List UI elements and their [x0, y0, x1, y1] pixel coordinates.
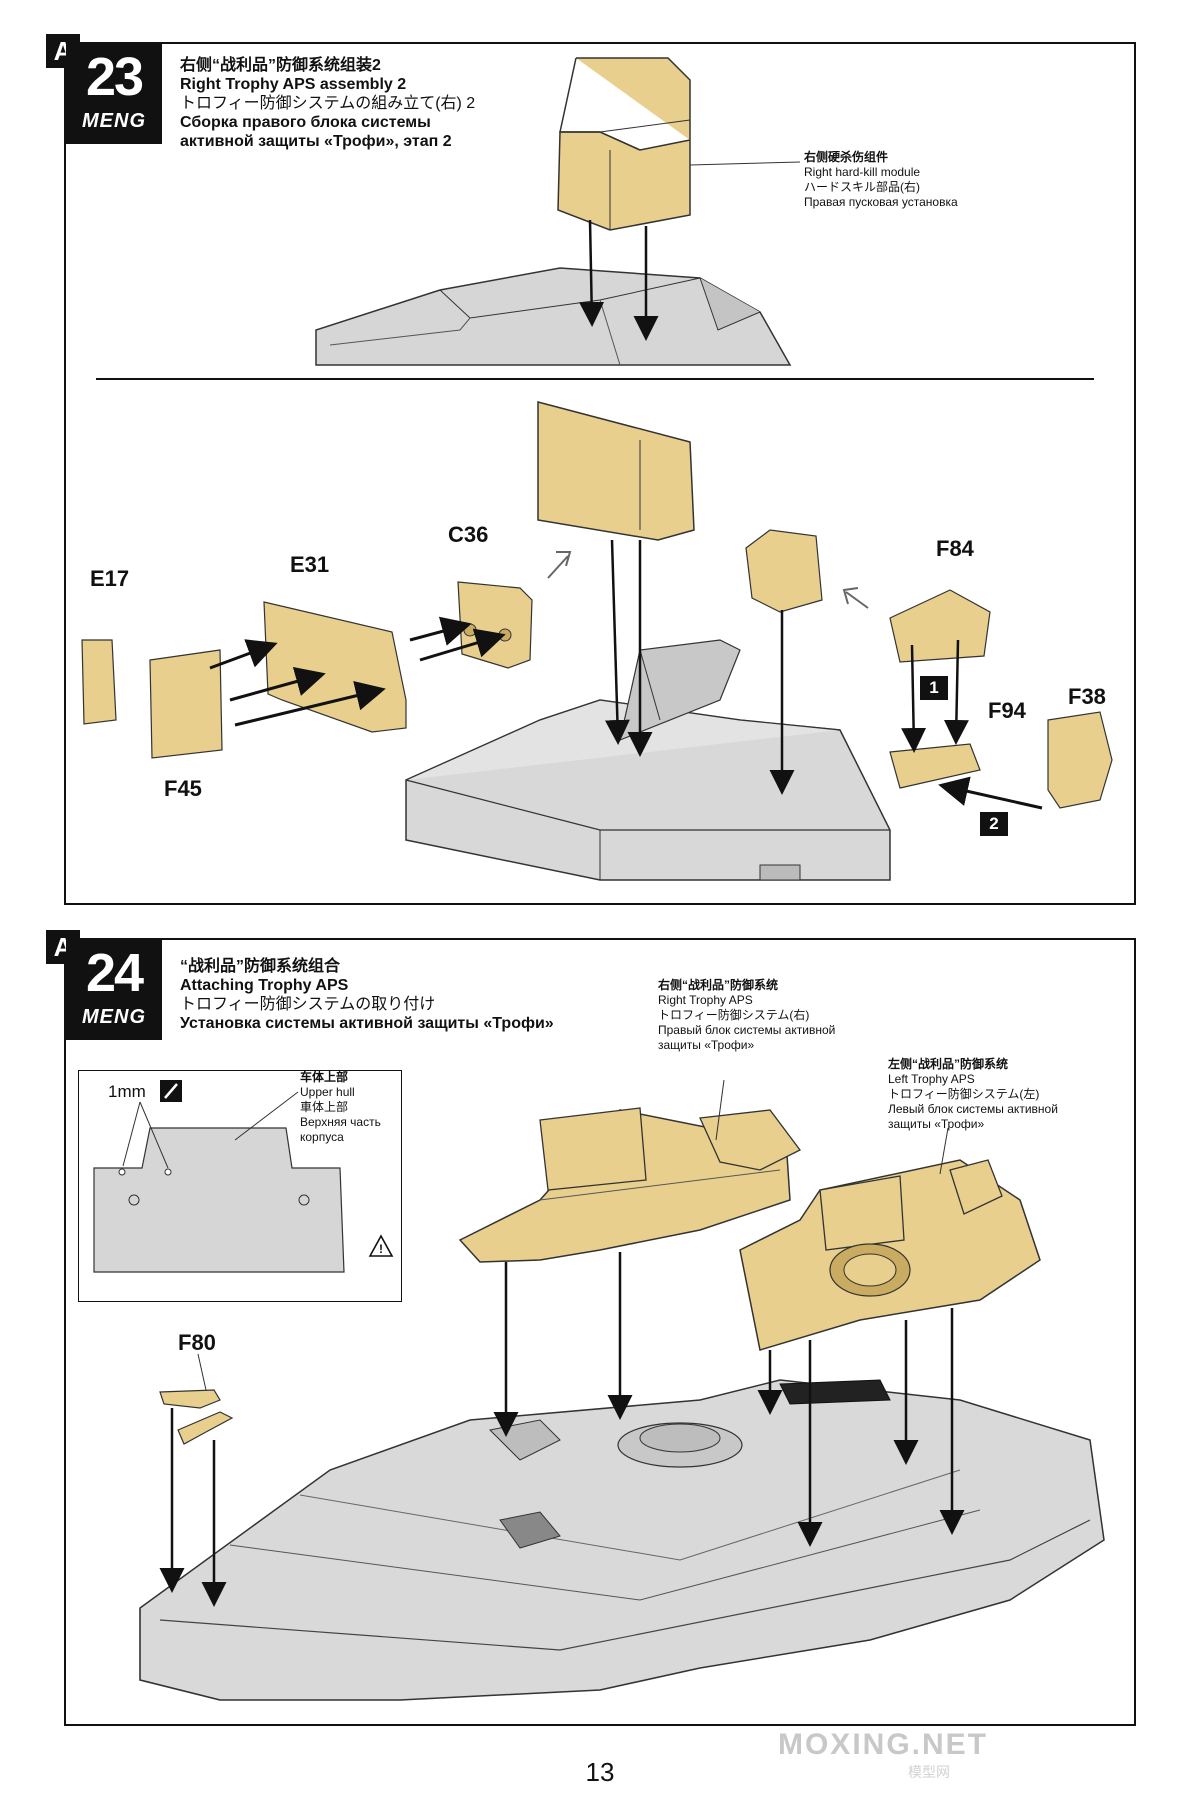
e17-plate — [81, 639, 117, 725]
right-trophy-label-zh: 右侧“战利品”防御系统 — [658, 978, 779, 992]
part-label-f84: F84 — [936, 536, 974, 561]
step-23-title-ja: トロフィー防御システムの組み立て(右) 2 — [180, 95, 476, 112]
f80-part — [159, 1353, 234, 1445]
shield-part — [745, 529, 823, 613]
hard-kill-module-top — [557, 57, 801, 231]
right-trophy-label-ja: トロフィー防御システム(右) — [658, 1008, 810, 1022]
part-label-e31: E31 — [290, 552, 330, 577]
right-trophy-assembly — [458, 1107, 801, 1263]
left-trophy-label: 左侧“战利品”防御系统 Left Trophy APS トロフィー防御システム(… — [888, 1057, 1058, 1132]
part-label-f45: F45 — [164, 776, 202, 801]
upper-hull-label-ru-1: Верхняя часть — [300, 1115, 381, 1129]
left-trophy-label-ja: トロフィー防御システム(左) — [888, 1087, 1040, 1101]
hint-drill-size: 1mm — [108, 1082, 146, 1101]
right-trophy-label-en: Right Trophy APS — [658, 993, 753, 1007]
main-hull — [139, 1379, 1105, 1701]
step-23-title-ru-1: Сборка правого блока системы — [180, 114, 431, 131]
part-label-e17: E17 — [90, 566, 130, 591]
step-24-title-zh: “战利品”防御系统组合 — [180, 958, 341, 975]
step-24-title: “战利品”防御系统组合 Attaching Trophy APS トロフィー防御… — [180, 957, 554, 1033]
part-label-f80: F80 — [178, 1330, 216, 1355]
step-23-title-ru-2: активной защиты «Трофи», этап 2 — [180, 133, 452, 150]
f38-cap — [1047, 711, 1113, 809]
page-number: 13 — [585, 1757, 615, 1787]
watermark-sub: 模型网 — [908, 1764, 950, 1780]
meng-logo: MENG — [82, 1006, 146, 1028]
hard-kill-callout-ru: Правая пусковая установка — [804, 195, 958, 209]
f45-plate — [149, 649, 223, 759]
launcher-box — [537, 401, 695, 541]
hard-kill-callout-zh: 右侧硬杀伤组件 — [804, 150, 889, 164]
part-label-f94: F94 — [988, 698, 1026, 723]
step-24-number: 24 — [85, 943, 144, 1003]
left-trophy-label-en: Left Trophy APS — [888, 1072, 975, 1086]
step-23-number-box: 23 MENG — [66, 44, 162, 144]
step-23-number: 23 — [85, 47, 144, 107]
upper-hull-partial — [315, 267, 792, 366]
step-24-title-ja: トロフィー防御システムの取り付け — [180, 996, 436, 1013]
f84-cover — [889, 589, 991, 663]
right-trophy-label-ru-1: Правый блок системы активной — [658, 1023, 836, 1037]
hard-kill-callout: 右侧硬杀伤组件 Right hard-kill module ハードスキル部品(… — [804, 150, 958, 210]
drill-icon — [160, 1080, 182, 1102]
part-label-c36: C36 — [448, 522, 489, 547]
upper-hull-label-ja: 車体上部 — [300, 1100, 349, 1114]
step-23-title-en: Right Trophy APS assembly 2 — [180, 76, 407, 93]
order-badge-2: 2 — [980, 812, 1008, 836]
upper-hull-label: 车体上部 Upper hull 車体上部 Верхняя часть корпу… — [300, 1070, 381, 1145]
left-trophy-label-ru-1: Левый блок системы активной — [888, 1102, 1058, 1116]
step-24-number-box: 24 MENG — [66, 940, 162, 1040]
hard-kill-callout-ja: ハードスキル部品(右) — [804, 180, 920, 194]
upper-hull-hint-drawing: ! — [93, 1091, 394, 1273]
step-23-divider — [96, 378, 1094, 380]
watermark: MOXING.NET — [777, 1728, 988, 1761]
part-label-f38: F38 — [1068, 684, 1106, 709]
hard-kill-callout-en: Right hard-kill module — [804, 165, 921, 179]
upper-hull-label-en: Upper hull — [300, 1085, 355, 1099]
meng-logo: MENG — [82, 110, 146, 132]
step-24-title-en: Attaching Trophy APS — [180, 977, 349, 994]
left-trophy-label-ru-2: защиты «Трофи» — [888, 1117, 985, 1131]
order-badge-1: 1 — [920, 676, 948, 700]
left-trophy-assembly — [739, 1159, 1041, 1351]
step-23-title: 右侧“战利品”防御系统组装2 Right Trophy APS assembly… — [180, 56, 475, 151]
left-trophy-label-zh: 左侧“战利品”防御系统 — [888, 1057, 1009, 1071]
f94-bracket — [889, 743, 981, 789]
right-trophy-label-ru-2: защиты «Трофи» — [658, 1038, 755, 1052]
step-23-title-zh: 右侧“战利品”防御系统组装2 — [180, 57, 381, 74]
svg-text:!: ! — [379, 1242, 383, 1256]
right-trophy-label: 右侧“战利品”防御系统 Right Trophy APS トロフィー防御システム… — [658, 978, 835, 1053]
upper-hull-label-zh: 车体上部 — [300, 1070, 349, 1084]
upper-hull-label-ru-2: корпуса — [300, 1130, 344, 1144]
step-24-title-ru: Установка системы активной защиты «Трофи… — [180, 1015, 554, 1032]
